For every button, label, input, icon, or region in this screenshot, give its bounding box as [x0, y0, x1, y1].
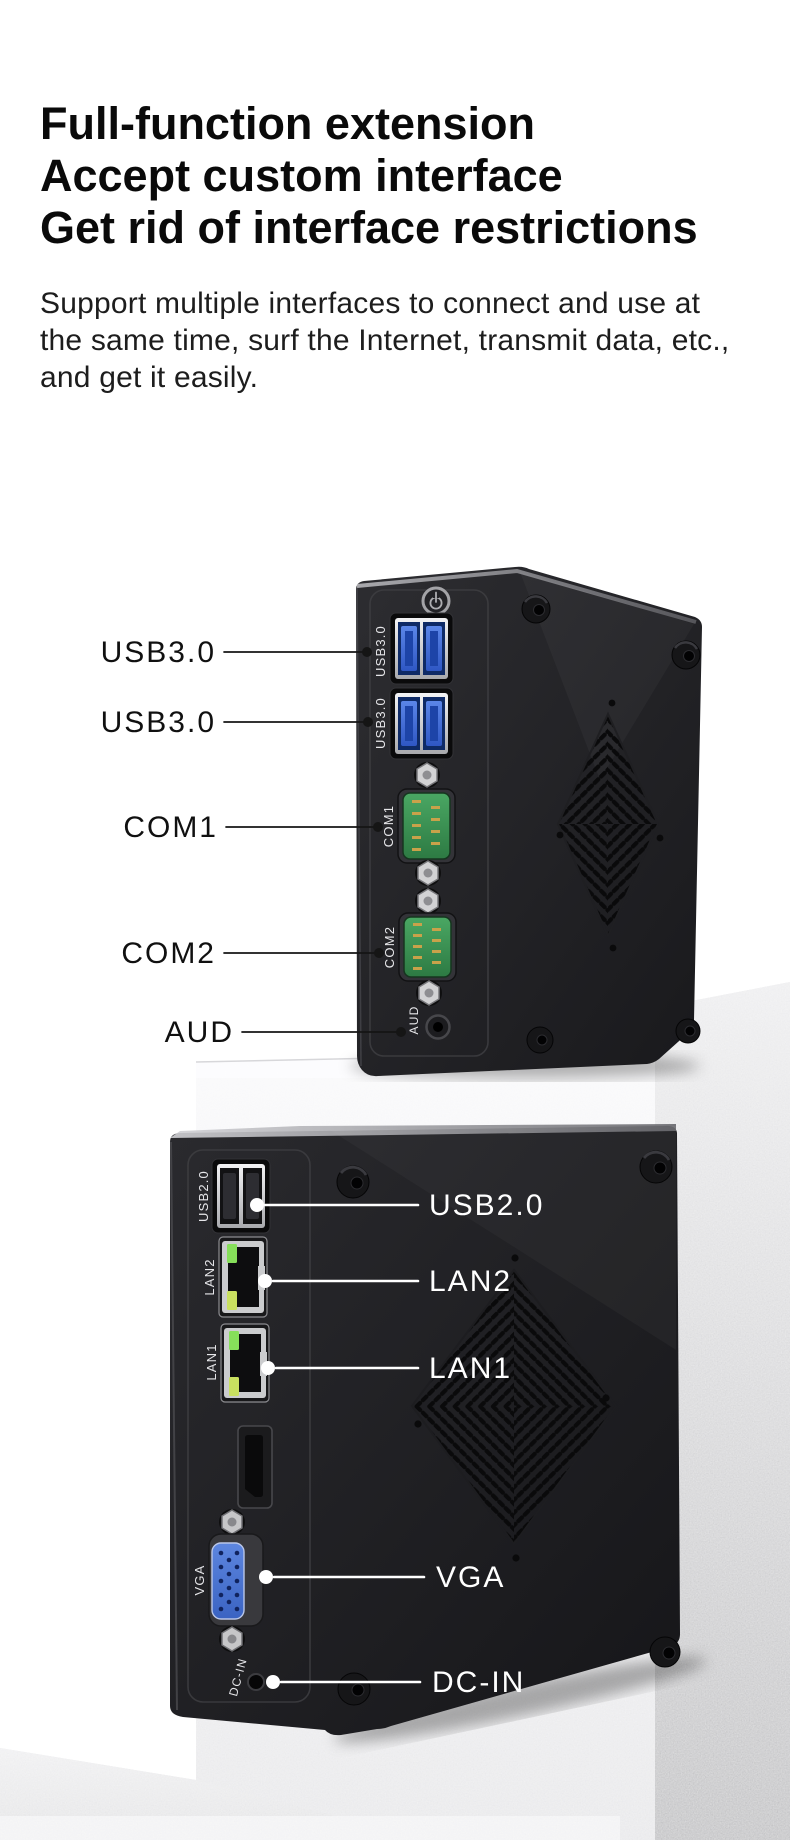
usb3-port-b: USB3.0: [373, 687, 454, 760]
vent-grille-top-device: [556, 699, 664, 952]
callout-usb3-a: USB3.0: [101, 636, 372, 669]
rubber-feet-top-device: [521, 594, 701, 1054]
leader-dot: [363, 717, 373, 727]
audio-jack-port: AUD: [407, 1006, 451, 1040]
floor-strip: [0, 1816, 620, 1840]
aud-label: AUD: [165, 1016, 234, 1049]
callout-usb3-b: USB3.0: [101, 706, 373, 739]
lan2-panel-text: LAN2: [202, 1258, 217, 1295]
vga-pin-holes: [218, 1550, 240, 1612]
callout-vga: VGA: [259, 1561, 505, 1594]
usb3-port-a: USB3.0: [373, 612, 454, 685]
device-bottom-body: [170, 1125, 680, 1736]
power-button: [421, 586, 451, 616]
leader-dot: [259, 1570, 273, 1584]
device-bottom-top-sliver: [170, 1124, 676, 1138]
lan2-led-green: [227, 1244, 237, 1263]
usb2-panel-text: USB2.0: [196, 1170, 211, 1222]
com1-port: COM1: [381, 762, 456, 886]
callout-com2: COM2: [121, 937, 384, 970]
callout-lan2: LAN2: [258, 1265, 512, 1298]
lan1-panel-text: LAN1: [204, 1343, 219, 1380]
device-bottom: USB2.0 LAN2 LAN1: [170, 1124, 681, 1736]
vent-grille-bottom-device: [410, 1254, 618, 1562]
callout-lan1: LAN1: [261, 1352, 512, 1385]
device-bottom-panel-inset: [187, 1149, 311, 1703]
hdmi-port: [237, 1425, 273, 1509]
headline-line-3: Get rid of interface restrictions: [40, 202, 698, 253]
description-line-3: and get it easily.: [40, 361, 259, 394]
lan2-port: LAN2: [202, 1236, 268, 1318]
lan2-led-amber: [227, 1291, 237, 1310]
callout-aud: AUD: [165, 1016, 406, 1049]
usb3-b-panel-text: USB3.0: [373, 697, 388, 749]
device-top-callouts: USB3.0 USB3.0 COM1 COM2 AUD: [101, 636, 406, 1049]
leader-dot: [362, 647, 372, 657]
shadow-wall: [655, 982, 790, 1840]
page-title: Full-function extension Accept custom in…: [40, 98, 760, 254]
com1-pins: [412, 800, 440, 851]
device-top: USB3.0 USB3.0: [356, 566, 702, 1077]
usb3-b-label: USB3.0: [101, 706, 216, 739]
lan1-led-amber: [229, 1377, 239, 1396]
leader-dot: [261, 1361, 275, 1375]
usb3-a-panel-text: USB3.0: [373, 625, 388, 677]
com2-panel-text: COM2: [382, 926, 397, 968]
lan1-led-green: [229, 1331, 239, 1350]
usb3-a-label: USB3.0: [101, 636, 216, 669]
device-bottom-shadow: [334, 1657, 706, 1743]
com2-label: COM2: [121, 937, 216, 970]
leader-dot: [396, 1027, 406, 1037]
com2-pins: [413, 923, 441, 970]
lan2-label: LAN2: [429, 1265, 512, 1298]
device-bottom-left-edge: [170, 1141, 178, 1711]
description-text: Support multiple interfaces to connect a…: [40, 285, 729, 396]
callout-dcin: DC-IN: [266, 1666, 525, 1699]
device-bottom-callouts: USB2.0 LAN2 LAN1 VGA DC-IN: [250, 1189, 544, 1699]
description-line-2: the same time, surf the Internet, transm…: [40, 324, 730, 357]
leader-dot: [373, 822, 383, 832]
com1-label: COM1: [123, 811, 218, 844]
vga-port: VGA: [192, 1509, 264, 1652]
callout-com1: COM1: [123, 811, 383, 844]
aud-panel-text: AUD: [407, 1006, 421, 1035]
com2-port: COM2: [382, 888, 457, 1006]
usb2-port: USB2.0: [196, 1158, 271, 1234]
vga-panel-text: VGA: [192, 1564, 207, 1595]
leader-dot: [266, 1675, 280, 1689]
headline-line-1: Full-function extension: [40, 98, 535, 149]
description-line-1: Support multiple interfaces to connect a…: [40, 287, 701, 320]
dcin-label: DC-IN: [432, 1666, 525, 1699]
lan1-label: LAN1: [429, 1352, 512, 1385]
leader-dot: [374, 948, 384, 958]
leader-dot: [250, 1198, 264, 1212]
callout-usb2: USB2.0: [250, 1189, 544, 1222]
device-top-edge-highlight: [356, 568, 697, 624]
leader-dot: [258, 1274, 272, 1288]
com1-panel-text: COM1: [381, 805, 396, 847]
usb2-label: USB2.0: [429, 1189, 544, 1222]
vga-label: VGA: [436, 1561, 505, 1594]
headline-line-2: Accept custom interface: [40, 150, 563, 201]
